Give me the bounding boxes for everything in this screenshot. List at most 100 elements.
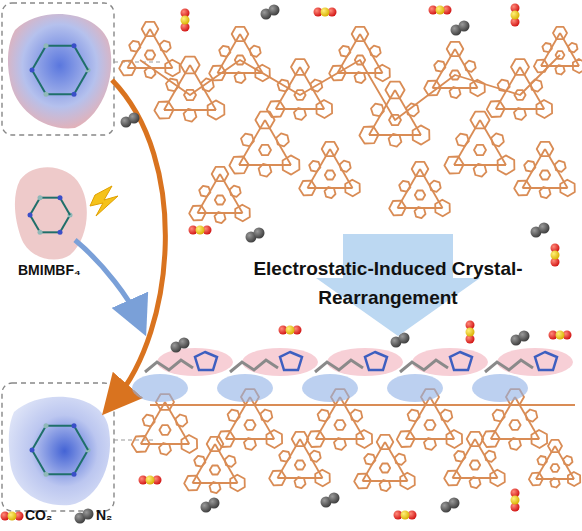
framework-ring: [446, 430, 462, 448]
framework-bond: [536, 446, 555, 479]
molecule-bond: [32, 426, 46, 450]
drawing-part: [196, 226, 205, 235]
framework-ring: [334, 420, 345, 430]
co2-molecule: [181, 9, 190, 32]
framework-ring: [441, 410, 453, 422]
framework-ring: [132, 436, 150, 452]
n2-molecule: [511, 331, 530, 346]
framework-ring: [181, 435, 197, 453]
framework-ring: [295, 477, 306, 488]
framework-ring: [294, 108, 306, 120]
framework-ring: [340, 161, 351, 172]
framework-ring: [295, 461, 305, 470]
molecule-bond: [46, 473, 74, 475]
framework-ring: [364, 454, 375, 465]
framework-ring: [307, 431, 325, 447]
framework-ring: [408, 410, 420, 422]
framework-bond: [541, 33, 560, 66]
framework-ring: [470, 477, 481, 488]
framework-ring: [230, 186, 241, 197]
framework-ring: [389, 201, 406, 216]
co2-molecule: [314, 8, 337, 17]
framework-ring: [389, 134, 402, 147]
framework-ring: [210, 482, 221, 493]
framework-bond: [397, 169, 420, 208]
molecule-atom: [58, 195, 63, 200]
framework-ring: [474, 164, 487, 177]
drawing-part: [146, 476, 155, 485]
framework-ring: [261, 410, 273, 422]
framework-ring: [259, 164, 272, 177]
framework-ring: [444, 157, 463, 174]
framework-ring: [345, 180, 360, 197]
framework-bond: [141, 402, 165, 444]
cation-region: [157, 348, 233, 376]
framework-ring: [325, 171, 335, 180]
n2-molecule: [201, 498, 220, 513]
drawing-part: [539, 223, 550, 234]
framework-ring: [215, 212, 226, 223]
framework-ring: [400, 473, 415, 490]
framework-ring: [208, 100, 225, 119]
drawing-part: [511, 11, 520, 20]
co2-molecule: [551, 244, 560, 267]
framework-ring: [542, 43, 552, 52]
framework-bond: [150, 404, 575, 406]
drawing-part: [436, 6, 445, 15]
framework-ring: [244, 438, 256, 450]
co2-molecule: [549, 331, 572, 340]
framework-ring: [266, 430, 282, 448]
framework-ring: [514, 181, 531, 196]
framework-ring: [351, 410, 363, 422]
drawing-part: [181, 16, 190, 25]
framework-ring: [529, 473, 543, 486]
compound-label: BMIMBF₄: [18, 262, 81, 278]
molecule-atom: [72, 472, 77, 477]
framework-ring: [119, 61, 136, 76]
molecule-bond: [60, 215, 70, 232]
framework-ring: [399, 181, 410, 192]
drawing-part: [321, 8, 330, 17]
framework-ring: [395, 454, 406, 465]
imidazolium-ring: [195, 352, 217, 370]
framework-ring: [159, 425, 170, 435]
imidazolium-ring: [365, 352, 387, 370]
molecule-atom: [72, 43, 77, 48]
imidazolium-ring: [535, 352, 557, 370]
drawing-part: [129, 113, 140, 124]
framework-ring: [470, 461, 480, 470]
drawing-part: [286, 326, 295, 335]
cation-region: [327, 348, 403, 376]
molecule-atom: [72, 92, 77, 97]
drawing-part: [556, 331, 565, 340]
imidazolium-ring: [450, 352, 472, 370]
co2-molecule: [511, 4, 520, 27]
co2-molecule: [511, 489, 520, 512]
framework-ring: [283, 155, 300, 174]
framework-ring: [325, 187, 336, 198]
framework-ring: [309, 161, 320, 172]
framework-ring: [318, 410, 330, 422]
framework-ring: [560, 180, 575, 197]
framework-ring: [531, 80, 543, 92]
framework-ring: [217, 431, 235, 447]
framework-ring: [355, 72, 366, 83]
molecule-atom: [44, 92, 49, 97]
framework-ring: [359, 127, 378, 144]
framework-ring: [482, 431, 500, 447]
framework-bond: [491, 397, 515, 439]
arrow-caption: Electrostatic-Induced Crystal-Rearrangem…: [253, 254, 523, 312]
molecule-bond: [30, 215, 40, 232]
framework-ring: [370, 46, 381, 57]
alkyl-chain: [485, 360, 533, 372]
framework-ring: [176, 415, 188, 427]
framework-ring: [573, 59, 582, 73]
framework-ring: [424, 420, 435, 430]
molecule-bond: [40, 231, 60, 233]
framework-ring: [354, 474, 371, 489]
alkyl-chain: [145, 360, 193, 372]
framework-ring: [129, 41, 140, 52]
molecule-atom: [58, 230, 63, 235]
n2-molecule: [121, 113, 140, 128]
framework-ring: [269, 471, 286, 486]
